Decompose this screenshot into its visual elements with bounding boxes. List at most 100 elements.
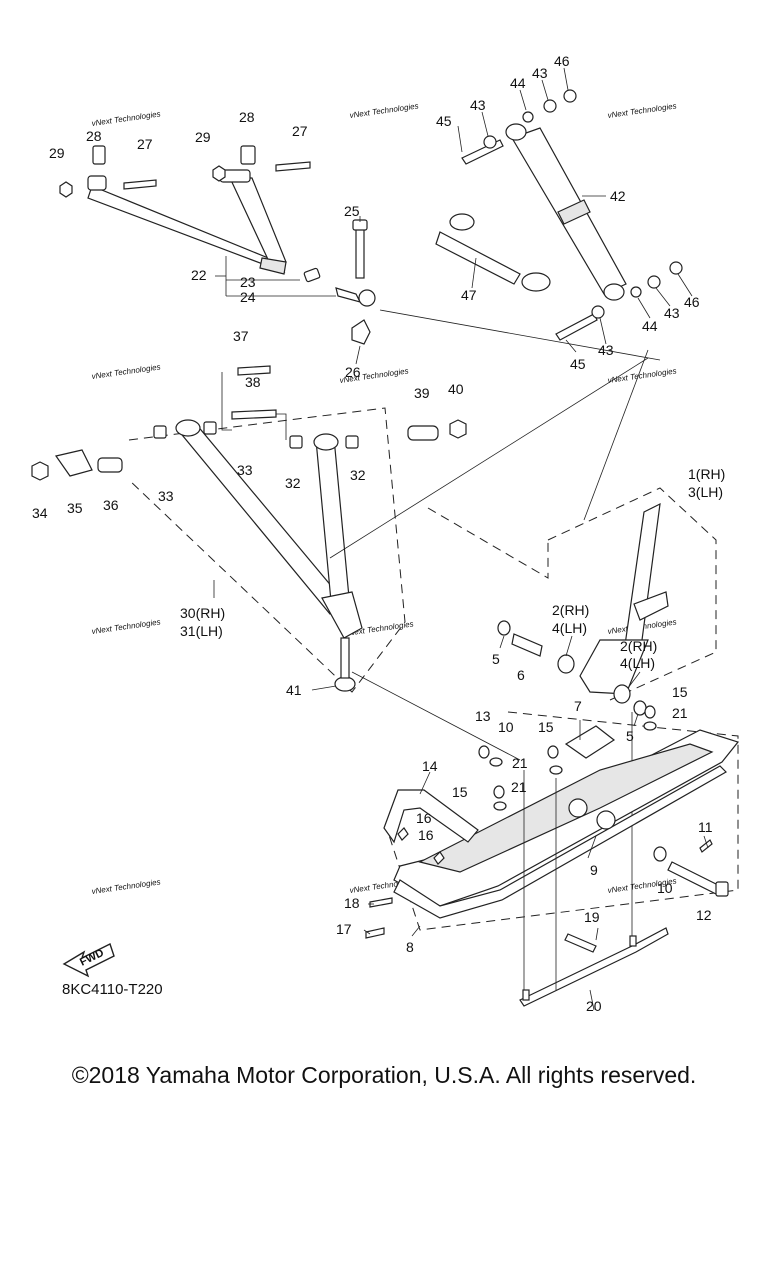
bushing-32-right <box>345 435 359 449</box>
callout-12: 12 <box>696 907 712 923</box>
callout-5b: 5 <box>626 728 634 744</box>
callout-42: 42 <box>610 188 626 204</box>
bracket-26 <box>351 319 371 345</box>
collar-36 <box>97 457 123 473</box>
leader-43-top2 <box>541 79 549 101</box>
washer-10-top <box>489 757 503 767</box>
callout-40: 40 <box>448 381 464 397</box>
callout-22: 22 <box>191 267 207 283</box>
callout-29a: 29 <box>49 145 65 161</box>
a-arm-pivot-rear <box>313 433 339 451</box>
leader-ski-14 <box>419 771 431 795</box>
callout-33a: 33 <box>158 488 174 504</box>
watermark-10: vNext Technologies <box>91 877 161 896</box>
spindle-arm-bracket <box>633 591 669 621</box>
leader-arm-to-spindle <box>329 357 649 559</box>
watermark-7: vNext Technologies <box>91 617 161 636</box>
leader-5-right <box>633 713 639 727</box>
nut-46-top <box>563 89 577 103</box>
leader-46-top <box>563 67 569 91</box>
watermark-1: vNext Technologies <box>91 109 161 128</box>
callout-19: 19 <box>584 909 600 925</box>
leader-ski-20 <box>589 989 595 1011</box>
watermark-6: vNext Technologies <box>607 366 677 385</box>
callout-16a: 16 <box>416 810 432 826</box>
spindle-foot <box>579 639 649 695</box>
callout-33b: 33 <box>237 462 253 478</box>
callout-8: 8 <box>406 939 414 955</box>
callout-4b: 4(LH) <box>620 655 655 671</box>
rod-end-24 <box>335 287 362 303</box>
callout-43b: 43 <box>532 65 548 81</box>
wear-bar-stud-right <box>629 935 637 947</box>
spindle-shaft <box>623 502 661 654</box>
bolt-19 <box>564 933 597 953</box>
washer-10-bottom <box>653 846 667 862</box>
callout-44b: 44 <box>642 318 658 334</box>
leader-ski-19 <box>595 927 599 941</box>
callout-24: 24 <box>240 289 256 305</box>
sleeve-6 <box>511 633 543 657</box>
ski-upper-deck <box>418 743 714 873</box>
leader-rod-to-spindle <box>379 309 661 361</box>
sleeve-23 <box>303 267 321 283</box>
tool-47-arm <box>435 231 521 285</box>
rod-sleeve <box>259 257 287 275</box>
callout-6: 6 <box>517 667 525 683</box>
spindle-group-box <box>547 487 717 701</box>
shock-top-eye <box>505 123 527 141</box>
washer-43-top <box>483 135 497 149</box>
nut-15-top <box>547 745 559 759</box>
ski-handle-14 <box>383 789 479 844</box>
fwd-arrow-icon: FWD <box>62 943 115 978</box>
stud-41 <box>340 637 350 679</box>
bolt-37 <box>237 365 271 376</box>
shock-band <box>557 199 591 225</box>
callout-45b: 45 <box>570 356 586 372</box>
bolt-38 <box>231 409 277 420</box>
callout-1: 1(RH) <box>688 466 725 482</box>
nut-46-bottom <box>669 261 683 275</box>
watermark-4: vNext Technologies <box>91 362 161 381</box>
callout-9: 9 <box>590 862 598 878</box>
callout-18: 18 <box>344 895 360 911</box>
leader-ski-9 <box>587 835 597 859</box>
washer-43-top2 <box>543 99 557 113</box>
callout-3: 3(LH) <box>688 484 723 500</box>
leader-2-4-left <box>565 635 573 657</box>
leader-ski-11 <box>703 835 709 849</box>
washer-21-right <box>643 721 657 731</box>
rod-end-bracket-left <box>87 175 107 191</box>
callout-15c: 15 <box>672 684 688 700</box>
callout-10a: 10 <box>498 719 514 735</box>
callout-23: 23 <box>240 274 256 290</box>
wear-bar-20 <box>519 927 669 1007</box>
copyright-notice: ©2018 Yamaha Motor Corporation, U.S.A. A… <box>71 1062 697 1088</box>
shock-bottom-eye <box>603 283 625 301</box>
collar-28-right <box>240 145 256 165</box>
leader-arm-to-ski <box>351 671 521 761</box>
callout-28a: 28 <box>86 128 102 144</box>
bracket-35 <box>54 449 93 477</box>
callout-43d: 43 <box>598 342 614 358</box>
callout-5a: 5 <box>492 651 500 667</box>
rod-end-ball-24 <box>358 289 376 307</box>
pin-16b <box>433 851 445 865</box>
bolt-45-top <box>461 139 504 165</box>
spindle-inner-box <box>427 507 549 579</box>
callout-43c: 43 <box>664 305 680 321</box>
callout-31: 31(LH) <box>180 623 223 639</box>
bushing-2-4-right <box>613 684 631 704</box>
shock-assembly <box>435 67 693 521</box>
bolt-25 <box>355 225 365 279</box>
bolt-18 <box>369 897 393 908</box>
pin-16a <box>397 827 409 841</box>
bushing-33-right <box>203 421 217 435</box>
leader-41 <box>311 685 337 691</box>
spindle-assembly <box>427 487 717 940</box>
leader-38 <box>276 413 287 440</box>
parts-diagram: vNext Technologies vNext Technologies vN… <box>31 53 740 1014</box>
collar-28-left <box>92 145 106 165</box>
washer-5-left <box>497 620 511 636</box>
callout-21a: 21 <box>672 705 688 721</box>
